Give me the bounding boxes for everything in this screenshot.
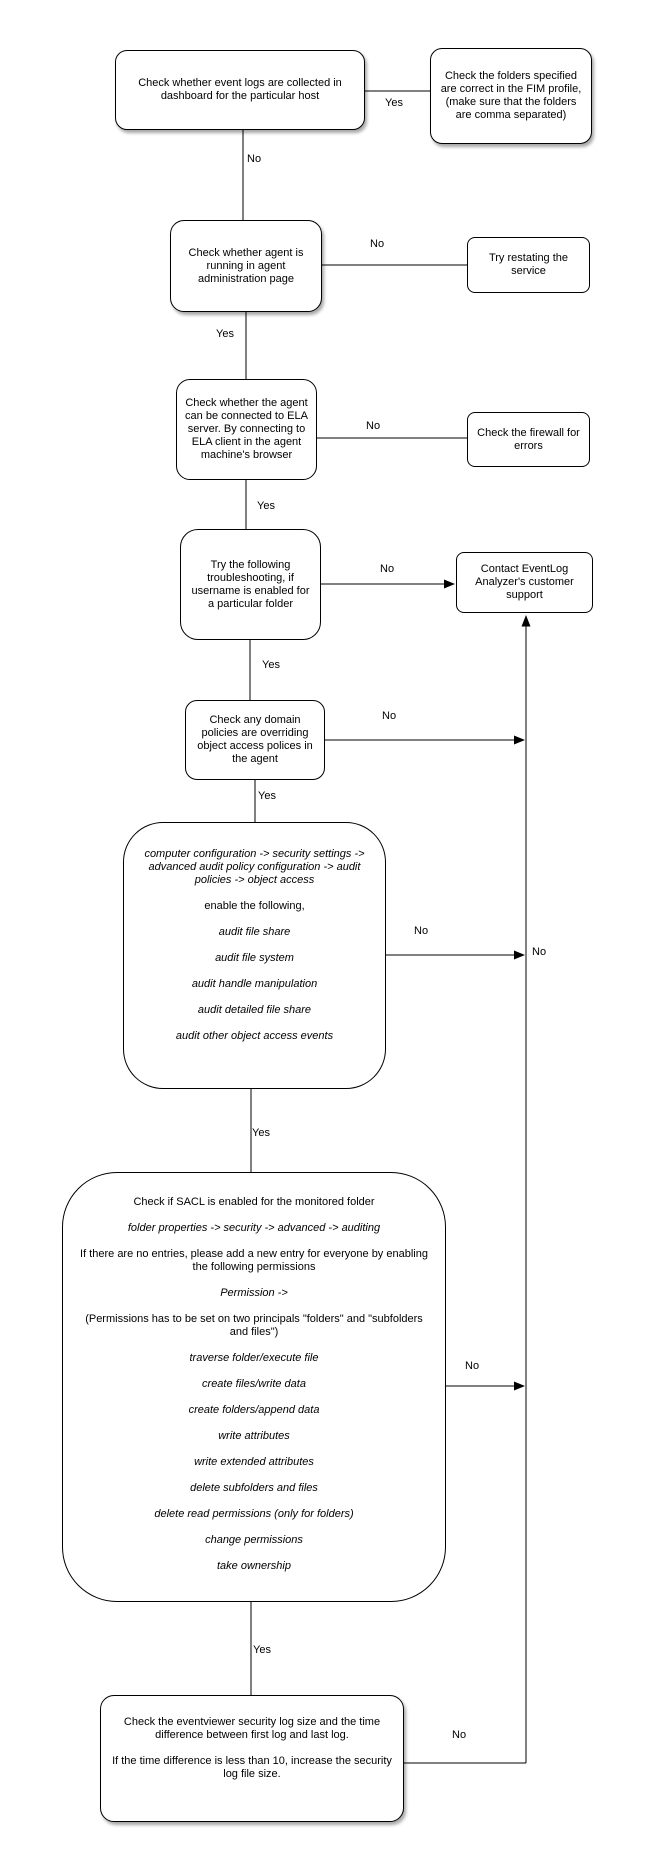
node-check-fim-folders: Check the folders specified are correct … — [430, 48, 592, 144]
node-text: Check any domain policies are overriding… — [197, 714, 313, 765]
arrowhead-icon — [514, 735, 525, 745]
node-text: create folders/append data — [188, 1404, 320, 1416]
arrowhead-icon — [444, 579, 455, 589]
node-text: audit handle manipulation — [191, 978, 318, 990]
node-check-agent-running: Check whether agent is running in agent … — [170, 220, 322, 312]
node-check-ela-connection: Check whether the agent can be connected… — [176, 379, 317, 480]
node-text: delete read permissions (only for folder… — [154, 1508, 354, 1520]
node-text: If the time difference is less than 10, … — [112, 1755, 392, 1780]
node-check-sacl: Check if SACL is enabled for the monitor… — [62, 1172, 446, 1602]
edge-label-no: No — [366, 420, 381, 432]
node-try-restarting-service: Try restating the service — [467, 237, 590, 293]
node-check-event-logs: Check whether event logs are collected i… — [115, 50, 365, 130]
edge-label-yes: Yes — [258, 790, 276, 802]
edge-label-yes: Yes — [253, 1644, 271, 1656]
edge-label-no: No — [382, 710, 397, 722]
edge-label-yes: Yes — [252, 1127, 270, 1139]
node-text: folder properties -> security -> advance… — [127, 1222, 381, 1234]
edge-label-no: No — [452, 1729, 467, 1741]
node-text: traverse folder/execute file — [189, 1352, 319, 1364]
node-text: Try the following troubleshooting, if us… — [191, 558, 310, 610]
node-text: computer configuration -> security setti… — [144, 848, 365, 886]
edge-label-no: No — [380, 563, 395, 575]
edge-label-yes: Yes — [257, 500, 275, 512]
edge-label-no: No — [465, 1360, 480, 1372]
node-text: Try restating the service — [488, 252, 569, 277]
node-text: change permissions — [205, 1534, 303, 1546]
node-text: audit file system — [215, 952, 294, 964]
node-text: audit file share — [218, 926, 291, 938]
node-text: Permission -> — [220, 1287, 288, 1299]
node-text: Check the folders specified are correct … — [440, 70, 582, 121]
edge-label-yes: Yes — [262, 659, 280, 671]
node-check-domain-policies: Check any domain policies are overriding… — [185, 700, 325, 780]
edge-label-yes: Yes — [216, 328, 234, 340]
arrowhead-icon — [521, 615, 531, 627]
edge-label-no: No — [532, 946, 547, 958]
node-text: create files/write data — [202, 1378, 306, 1390]
node-text: Check the firewall for errors — [477, 426, 580, 452]
edge-label-no: No — [370, 238, 385, 250]
node-text: take ownership — [217, 1560, 291, 1572]
node-text: Check whether agent is running in agent … — [188, 246, 304, 285]
node-text: write extended attributes — [194, 1456, 314, 1468]
node-text: If there are no entries, please add a ne… — [80, 1248, 428, 1273]
node-try-troubleshooting: Try the following troubleshooting, if us… — [180, 529, 321, 640]
node-contact-support: Contact EventLog Analyzer's customer sup… — [456, 552, 593, 613]
node-text: audit other object access events — [175, 1030, 334, 1042]
node-text: Check whether event logs are collected i… — [138, 77, 342, 102]
node-text: audit detailed file share — [197, 1004, 312, 1016]
arrowhead-icon — [514, 1381, 525, 1391]
node-text: delete subfolders and files — [190, 1482, 318, 1494]
node-text: enable the following, — [204, 900, 305, 912]
edge-label-yes: Yes — [385, 97, 403, 109]
node-text: Check the eventviewer security log size … — [123, 1716, 381, 1741]
node-enable-audit-policies: computer configuration -> security setti… — [123, 822, 386, 1089]
edge-label-no: No — [247, 153, 262, 165]
arrowhead-icon — [514, 950, 525, 960]
node-text: Check whether the agent can be connected… — [185, 397, 308, 461]
node-check-firewall: Check the firewall for errors — [467, 412, 590, 467]
edge-label-no: No — [414, 925, 429, 937]
node-text: Check if SACL is enabled for the monitor… — [133, 1196, 375, 1208]
node-text: (Permissions has to be set on two princi… — [85, 1313, 423, 1338]
node-check-security-log-size: Check the eventviewer security log size … — [100, 1695, 404, 1822]
node-text: Contact EventLog Analyzer's customer sup… — [475, 563, 574, 601]
node-text: write attributes — [218, 1430, 290, 1442]
